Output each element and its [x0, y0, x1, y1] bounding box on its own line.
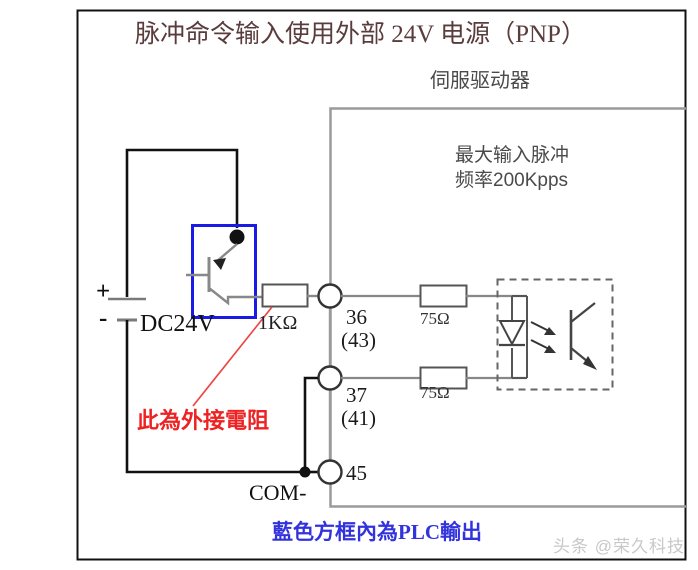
- resistor-75ohm-top-label: 75Ω: [420, 309, 450, 328]
- servo-note-line2: 频率200Kpps: [455, 170, 569, 191]
- optocoupler-light-arrows: [530, 321, 556, 353]
- transistor-emitter-junction-dot: [229, 229, 245, 245]
- optocoupler-dashed-box: [496, 278, 614, 391]
- common-terminal-label: COM-: [249, 480, 307, 505]
- plc-output-box: [191, 224, 257, 319]
- terminal-36-circle: [317, 283, 343, 309]
- optocoupler-phototransistor: [569, 302, 597, 370]
- terminal-37-external-wire: [303, 376, 318, 472]
- resistor-75ohm-top-body: [419, 284, 468, 308]
- resistor-1k-body: [261, 283, 309, 308]
- terminal-36-alt: (43): [341, 328, 376, 352]
- terminal-37-circle: [317, 365, 343, 391]
- outer-frame: [76, 9, 687, 561]
- terminal-37-number: 37: [346, 383, 367, 407]
- red-annotation-leader: [192, 306, 273, 407]
- battery-minus-sign: -: [99, 305, 108, 332]
- external-resistor-annotation: 此為外接電阻: [137, 408, 270, 433]
- power-supply-label: DC24V: [140, 311, 215, 337]
- transistor-emitter-arrow: [213, 258, 226, 270]
- battery-plus-sign: +: [96, 278, 111, 305]
- page-title: 脉冲命令输入使用外部 24V 电源（PNP）: [135, 21, 586, 48]
- terminal-37-alt: (41): [341, 406, 376, 430]
- terminal-36-number: 36: [346, 305, 367, 329]
- terminal-45-circle: [317, 459, 343, 485]
- resistor-1k-label: 1KΩ: [258, 312, 298, 334]
- servo-drive-label: 伺服驱动器: [430, 70, 530, 92]
- supply-positive-wire: [125, 148, 239, 297]
- servo-note-line1: 最大输入脉冲: [455, 145, 570, 166]
- optocoupler-led-triangle: [498, 320, 526, 347]
- transistor-collector-lead: [208, 287, 262, 306]
- plc-output-caption: 藍色方框內為PLC輸出: [272, 520, 482, 544]
- terminal-45-number: 45: [346, 461, 367, 485]
- resistor-75ohm-bottom-label: 75Ω: [420, 383, 450, 402]
- watermark-text: 头条 @荣久科技: [553, 537, 685, 556]
- supply-negative-wire: [125, 320, 305, 474]
